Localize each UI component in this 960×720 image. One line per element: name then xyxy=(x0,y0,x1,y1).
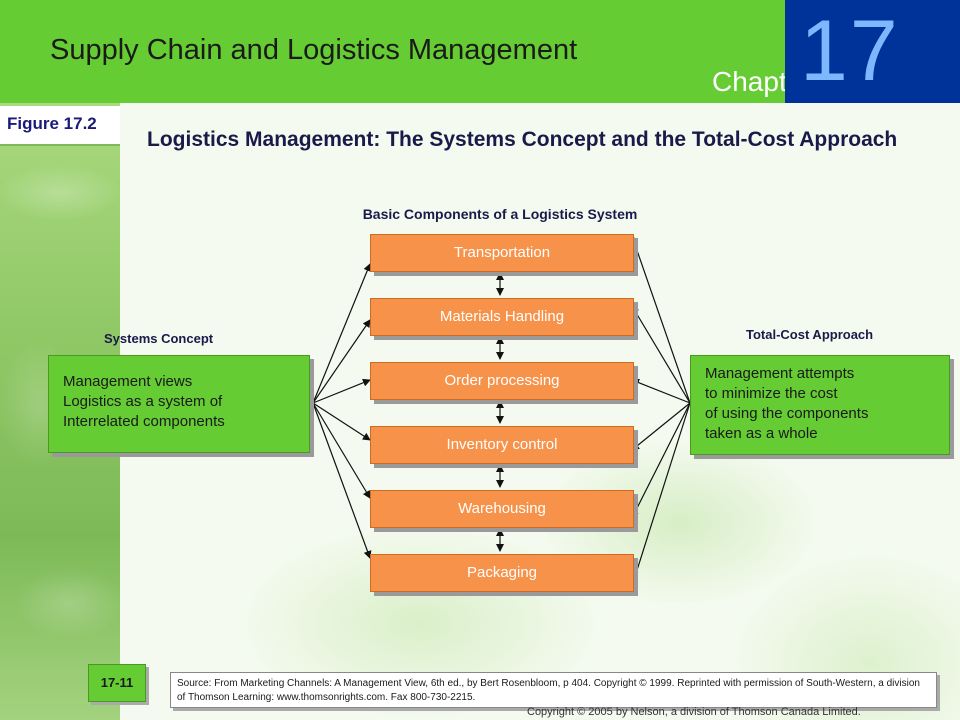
chapter-number-box xyxy=(785,0,960,103)
component-packaging: Packaging xyxy=(370,554,634,592)
figure-label: Figure 17.2 xyxy=(7,114,97,133)
page-number: 17-11 xyxy=(88,664,146,702)
total-cost-label: Total-Cost Approach xyxy=(746,327,874,342)
systems-concept-line: Logistics as a system of xyxy=(63,393,223,410)
arrow-systems-to-component xyxy=(312,378,371,404)
total-cost-box: Management attempts to minimize the cost… xyxy=(690,355,950,455)
total-cost-line: to minimize the cost xyxy=(705,385,838,402)
component-warehousing: Warehousing xyxy=(370,490,634,528)
total-cost-line: Management attempts xyxy=(705,365,855,382)
arrow-systems-to-component xyxy=(312,402,372,559)
arrow-totalcost-to-component xyxy=(631,378,691,404)
total-cost-line: taken as a whole xyxy=(705,425,818,442)
component-materials-handling: Materials Handling xyxy=(370,298,634,336)
systems-concept-label: Systems Concept xyxy=(104,331,214,346)
arrow-totalcost-to-component xyxy=(630,235,691,404)
page-header-title: Supply Chain and Logistics Management xyxy=(50,34,578,66)
chapter-number: 17 xyxy=(800,3,900,99)
arrow-systems-to-component xyxy=(312,402,371,499)
component-inventory-control: Inventory control xyxy=(370,426,634,464)
copyright-notice: Copyright © 2005 by Nelson, a division o… xyxy=(527,706,861,718)
figure-tag xyxy=(0,106,120,146)
arrow-totalcost-to-component xyxy=(630,402,691,587)
arrow-systems-to-component xyxy=(312,319,371,404)
systems-concept-box: Management views Logistics as a system o… xyxy=(48,355,310,453)
systems-concept-line: Management views xyxy=(63,373,193,390)
source-citation: Source: From Marketing Channels: A Manag… xyxy=(170,672,937,708)
slide-title: Logistics Management: The Systems Concep… xyxy=(147,128,898,151)
arrow-systems-to-component xyxy=(312,263,372,404)
arrow-totalcost-to-component xyxy=(631,305,691,404)
arrow-totalcost-to-component xyxy=(631,402,691,451)
total-cost-line: of using the components xyxy=(705,405,869,422)
systems-concept-line: Interrelated components xyxy=(63,413,225,430)
component-order-processing: Order processing xyxy=(370,362,634,400)
arrow-totalcost-to-component xyxy=(631,402,691,519)
arrow-systems-to-component xyxy=(312,402,371,441)
diagram-title: Basic Components of a Logistics System xyxy=(362,206,638,222)
component-transportation: Transportation xyxy=(370,234,634,272)
